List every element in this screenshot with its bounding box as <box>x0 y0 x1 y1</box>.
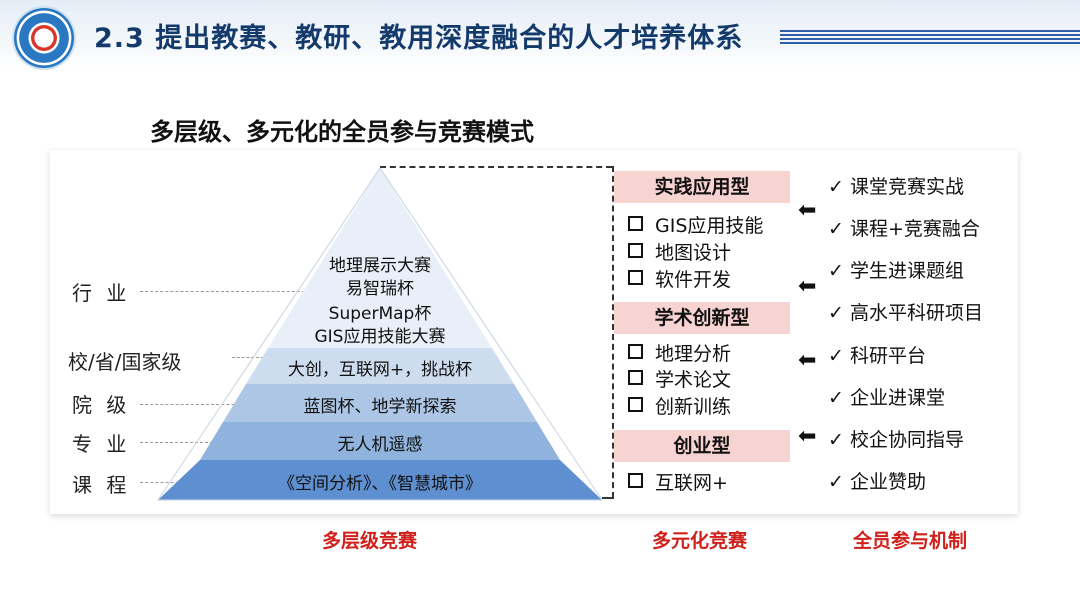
mechanism-item: ✓高水平科研项目 <box>828 302 984 324</box>
check-icon: ✓ <box>828 176 844 198</box>
check-icon: ✓ <box>828 387 844 409</box>
level-label-industry: 行 业 <box>72 281 131 305</box>
pyramid-tier-5-label: 《空间分析》、《智慧城市》 <box>278 474 482 494</box>
mechanism-item: ✓课程+竞赛融合 <box>828 218 980 240</box>
pyramid-tier-3-label: 蓝图杯、地学新探索 <box>303 397 457 417</box>
category-item: 互联网+ <box>628 468 728 495</box>
checkbox-icon <box>628 216 643 231</box>
bracket-dash-bottom <box>602 497 614 499</box>
level-label-major: 专 业 <box>72 432 131 456</box>
footer-label-diverse: 多元化竞赛 <box>652 530 748 552</box>
category-title-startup: 创业型 <box>614 430 790 462</box>
pyramid-top-line: 地理展示大赛 <box>329 256 431 276</box>
footer-label-participation: 全员参与机制 <box>853 530 968 552</box>
pyramid-top-line: 易智瑞杯 <box>346 279 414 299</box>
pyramid-tier-3 <box>223 384 537 422</box>
arrow-left-icon: ⬅ <box>798 424 817 449</box>
category-item: 地图设计 <box>628 238 731 265</box>
level-guide-line <box>140 291 310 292</box>
mechanism-item: ✓学生进课题组 <box>828 260 965 282</box>
level-label-course: 课 程 <box>72 473 131 497</box>
university-logo <box>14 8 74 68</box>
level-label-college: 院 级 <box>72 393 131 417</box>
pyramid-tier-5 <box>158 460 602 500</box>
competition-pyramid <box>157 168 603 501</box>
checkbox-icon <box>628 243 643 258</box>
checkbox-icon <box>628 270 643 285</box>
check-icon: ✓ <box>828 302 844 324</box>
mechanism-item: ✓校企协同指导 <box>828 429 965 451</box>
check-icon: ✓ <box>828 345 844 367</box>
section-subtitle: 多层级、多元化的全员参与竞赛模式 <box>150 118 534 146</box>
checkbox-icon <box>628 473 643 488</box>
bracket-dash-vertical <box>612 166 614 498</box>
header-decor-lines <box>780 30 1080 46</box>
check-icon: ✓ <box>828 218 844 240</box>
category-title-academic: 学术创新型 <box>614 302 790 334</box>
mechanism-item: ✓企业进课堂 <box>828 387 946 409</box>
checkbox-icon <box>628 370 643 385</box>
arrow-left-icon: ⬅ <box>798 274 817 299</box>
category-item: 创新训练 <box>628 392 731 419</box>
pyramid-tier-1 <box>268 168 492 348</box>
level-guide-line <box>232 357 278 358</box>
level-label-national: 校/省/国家级 <box>68 350 182 374</box>
pyramid-tier-2-label: 大创，互联网+，挑战杯 <box>287 360 473 380</box>
category-item: 地理分析 <box>628 339 731 366</box>
bracket-dash-top <box>380 166 612 168</box>
level-guide-line <box>140 404 270 405</box>
pyramid-tier-4-label: 无人机遥感 <box>337 435 423 455</box>
pyramid-top-line: SuperMap杯 <box>328 304 432 324</box>
check-icon: ✓ <box>828 260 844 282</box>
pyramid-tier-2 <box>246 348 514 384</box>
mechanism-item: ✓科研平台 <box>828 345 927 367</box>
category-item: 软件开发 <box>628 265 731 292</box>
checkbox-icon <box>628 344 643 359</box>
level-guide-line <box>140 442 258 443</box>
pyramid-top-line: GIS应用技能大赛 <box>314 327 446 347</box>
category-item: GIS应用技能 <box>628 211 763 238</box>
pyramid-tier-4 <box>200 422 560 460</box>
arrow-left-icon: ⬅ <box>798 198 817 223</box>
footer-label-multilevel: 多层级竞赛 <box>322 530 418 552</box>
mechanism-item: ✓课堂竞赛实战 <box>828 176 965 198</box>
arrow-left-icon: ⬅ <box>798 348 817 373</box>
check-icon: ✓ <box>828 471 844 493</box>
check-icon: ✓ <box>828 429 844 451</box>
page-title: 2.3 提出教赛、教研、教用深度融合的人才培养体系 <box>94 23 744 54</box>
category-title-practice: 实践应用型 <box>614 171 790 203</box>
mechanism-item: ✓企业赞助 <box>828 471 927 493</box>
category-item: 学术论文 <box>628 365 731 392</box>
checkbox-icon <box>628 397 643 412</box>
